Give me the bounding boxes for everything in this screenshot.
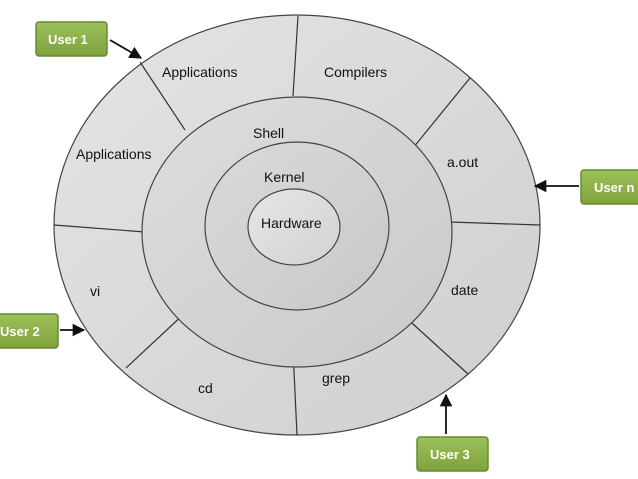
label-date: date (451, 282, 478, 298)
label-compilers: Compilers (324, 64, 387, 80)
divider-right (449, 221, 541, 226)
divider-left (53, 224, 146, 233)
user-1-arrow (109, 39, 143, 59)
label-grep: grep (322, 370, 350, 386)
label-vi: vi (90, 283, 100, 299)
label-hardware: Hardware (261, 215, 322, 231)
user-n-label: User n (594, 180, 635, 195)
divider-bottom-left (125, 311, 187, 369)
user-1-box: User 1 (35, 21, 108, 57)
label-aout: a.out (447, 154, 478, 170)
user-3-label: User 3 (430, 447, 470, 462)
divider-top (292, 15, 299, 97)
divider-top-left (139, 61, 186, 131)
divider-bottom-right (401, 313, 469, 375)
user-2-label: User 2 (0, 324, 40, 339)
label-cd: cd (198, 380, 213, 396)
label-kernel: Kernel (264, 169, 304, 185)
divider-top-right (412, 77, 471, 149)
user-2-box: User 2 (0, 313, 59, 349)
label-applications-top: Applications (162, 64, 238, 80)
hardware-core (247, 188, 341, 266)
user-3-box: User 3 (416, 436, 489, 472)
label-applications-left: Applications (76, 146, 152, 162)
user-n-box: User n (580, 169, 638, 205)
label-shell: Shell (253, 125, 284, 141)
user-1-label: User 1 (48, 32, 88, 47)
